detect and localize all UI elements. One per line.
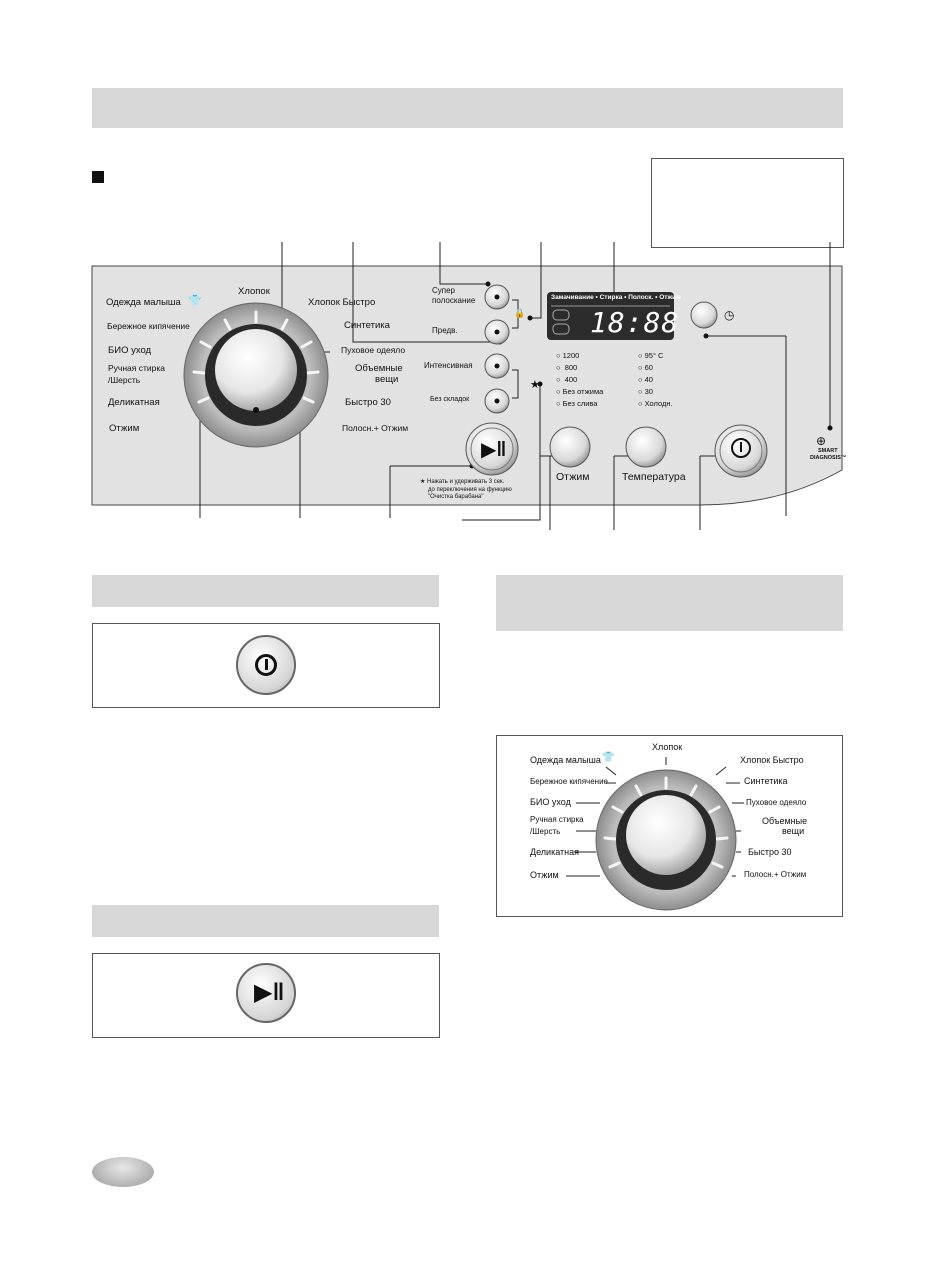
dial-program-right-7: Полосн.+ Отжим — [744, 870, 807, 879]
program-right-1: Хлопок Быстро — [308, 297, 376, 308]
program-right-3: Пуховое одеяло — [341, 345, 406, 355]
clock-icon: ◷ — [724, 308, 735, 322]
temperature-levels: ○ 95° C ○ 60 ○ 40 ○ 30 ○ Холодн. — [638, 350, 673, 410]
power-icon[interactable] — [731, 438, 751, 458]
child-lock-icon: 🔒 — [514, 308, 526, 318]
spin-level-1200: ○ 1200 — [556, 351, 580, 360]
page-number-tab — [92, 1157, 154, 1187]
spin-level-400: ○ 400 — [556, 375, 578, 384]
power-icon — [255, 654, 277, 676]
dial-program-right-3: Пуховое одеяло — [746, 798, 807, 807]
program-dial-illustration — [566, 757, 744, 911]
stage-rinse: Полоск. — [628, 294, 654, 301]
temp-60: ○ 60 — [638, 363, 653, 372]
power-button[interactable] — [236, 635, 296, 695]
program-right-7: Полосн.+ Отжим — [342, 423, 409, 433]
note-line-1: ★ Нажать и удерживать 3 сек. — [420, 479, 505, 485]
temp-95: ○ 95° C — [638, 351, 664, 360]
program-right-4: Объемные — [355, 363, 403, 374]
temp-30: ○ 30 — [638, 387, 653, 396]
dial-program-right-1: Хлопок Быстро — [740, 755, 804, 765]
note-line-2: до переключения на функцию — [428, 486, 512, 493]
no-crease-label: Без складок — [430, 396, 470, 403]
stage-wash: Стирка — [599, 294, 623, 301]
note-line-3: "Очистка барабана" — [428, 494, 484, 500]
display-digits: 18:88 — [590, 306, 680, 339]
program-right-5: вещи — [375, 374, 399, 385]
temperature-button-label[interactable]: Температура — [622, 471, 686, 483]
dial-program-right-6: Быстро 30 — [748, 847, 792, 857]
dial-program-left-5: /Шерсть — [530, 827, 561, 836]
play-pause-icon: ▶‖ — [254, 979, 285, 1006]
spin-level-800: ○ 800 — [556, 363, 578, 372]
play-pause-icon[interactable]: ▶‖ — [481, 439, 507, 461]
section-bullet — [92, 171, 104, 183]
super-rinse-label-2: полоскание — [432, 296, 476, 305]
prewash-label: Предв. — [432, 326, 458, 335]
power-section-header — [92, 575, 439, 607]
dial-program-left-7: Отжим — [530, 870, 559, 880]
top-header-bar — [92, 88, 843, 128]
dial-program-left-6: Деликатная — [530, 847, 579, 857]
intensive-label: Интенсивная — [424, 361, 473, 370]
temp-cold: ○ Холодн. — [638, 399, 673, 408]
drum-clean-note: ★ Нажать и удерживать 3 сек. до переключ… — [420, 479, 512, 502]
program-section-header — [496, 575, 843, 631]
asterisk-mark: ★ — [530, 379, 540, 391]
program-right-6: Быстро 30 — [345, 397, 391, 408]
callout-box — [651, 158, 844, 248]
dial-program-right-5: вещи — [782, 826, 805, 836]
program-left-2: Бережное кипячение — [107, 321, 190, 331]
dial-baby-shirt-icon: 👕 — [602, 752, 615, 763]
smart-diagnosis-label-2: DIAGNOSIS™ — [810, 455, 847, 461]
start-pause-button[interactable]: ▶‖ — [236, 963, 296, 1023]
stage-soak: Замачивание — [551, 294, 594, 301]
baby-shirt-icon: 👕 — [188, 295, 202, 307]
spin-button-label[interactable]: Отжим — [556, 471, 590, 483]
dial-program-left-3: БИО уход — [530, 797, 571, 807]
stage-spin: Отжим — [659, 294, 681, 301]
program-left-3: БИО уход — [108, 345, 152, 356]
program-left-7: Отжим — [109, 423, 140, 434]
program-left-4: Ручная стирка — [108, 363, 165, 373]
program-left-1: Одежда малыша — [106, 297, 181, 308]
dial-program-top: Хлопок — [652, 742, 683, 752]
smart-diagnosis-icon: ⊕ — [816, 434, 827, 448]
spin-levels: ○ 1200 ○ 800 ○ 400 ○ Без отжима ○ Без сл… — [556, 350, 603, 410]
dial-program-right-4: Объемные — [762, 816, 808, 826]
spin-level-no-drain: ○ Без слива — [556, 399, 598, 408]
program-left-6: Деликатная — [108, 397, 160, 408]
dial-program-left-1: Одежда малыша — [530, 755, 601, 765]
start-pause-section-header — [92, 905, 439, 937]
program-top-label: Хлопок — [238, 286, 270, 297]
dial-program-left-4: Ручная стирка — [530, 815, 584, 824]
smart-diagnosis-label-1: SMART — [818, 448, 838, 454]
display-stages: Замачивание • Стирка • Полоск. • Отжим — [551, 294, 681, 301]
program-right-2: Синтетика — [344, 320, 390, 331]
dial-program-left-2: Бережное кипячение — [530, 777, 608, 786]
dial-program-right-2: Синтетика — [744, 776, 788, 786]
control-panel-illustration — [91, 242, 843, 530]
program-left-5: /Шерсть — [108, 375, 141, 385]
temp-40: ○ 40 — [638, 375, 653, 384]
super-rinse-label-1: Супер — [432, 286, 456, 295]
spin-level-no-spin: ○ Без отжима — [556, 387, 604, 396]
